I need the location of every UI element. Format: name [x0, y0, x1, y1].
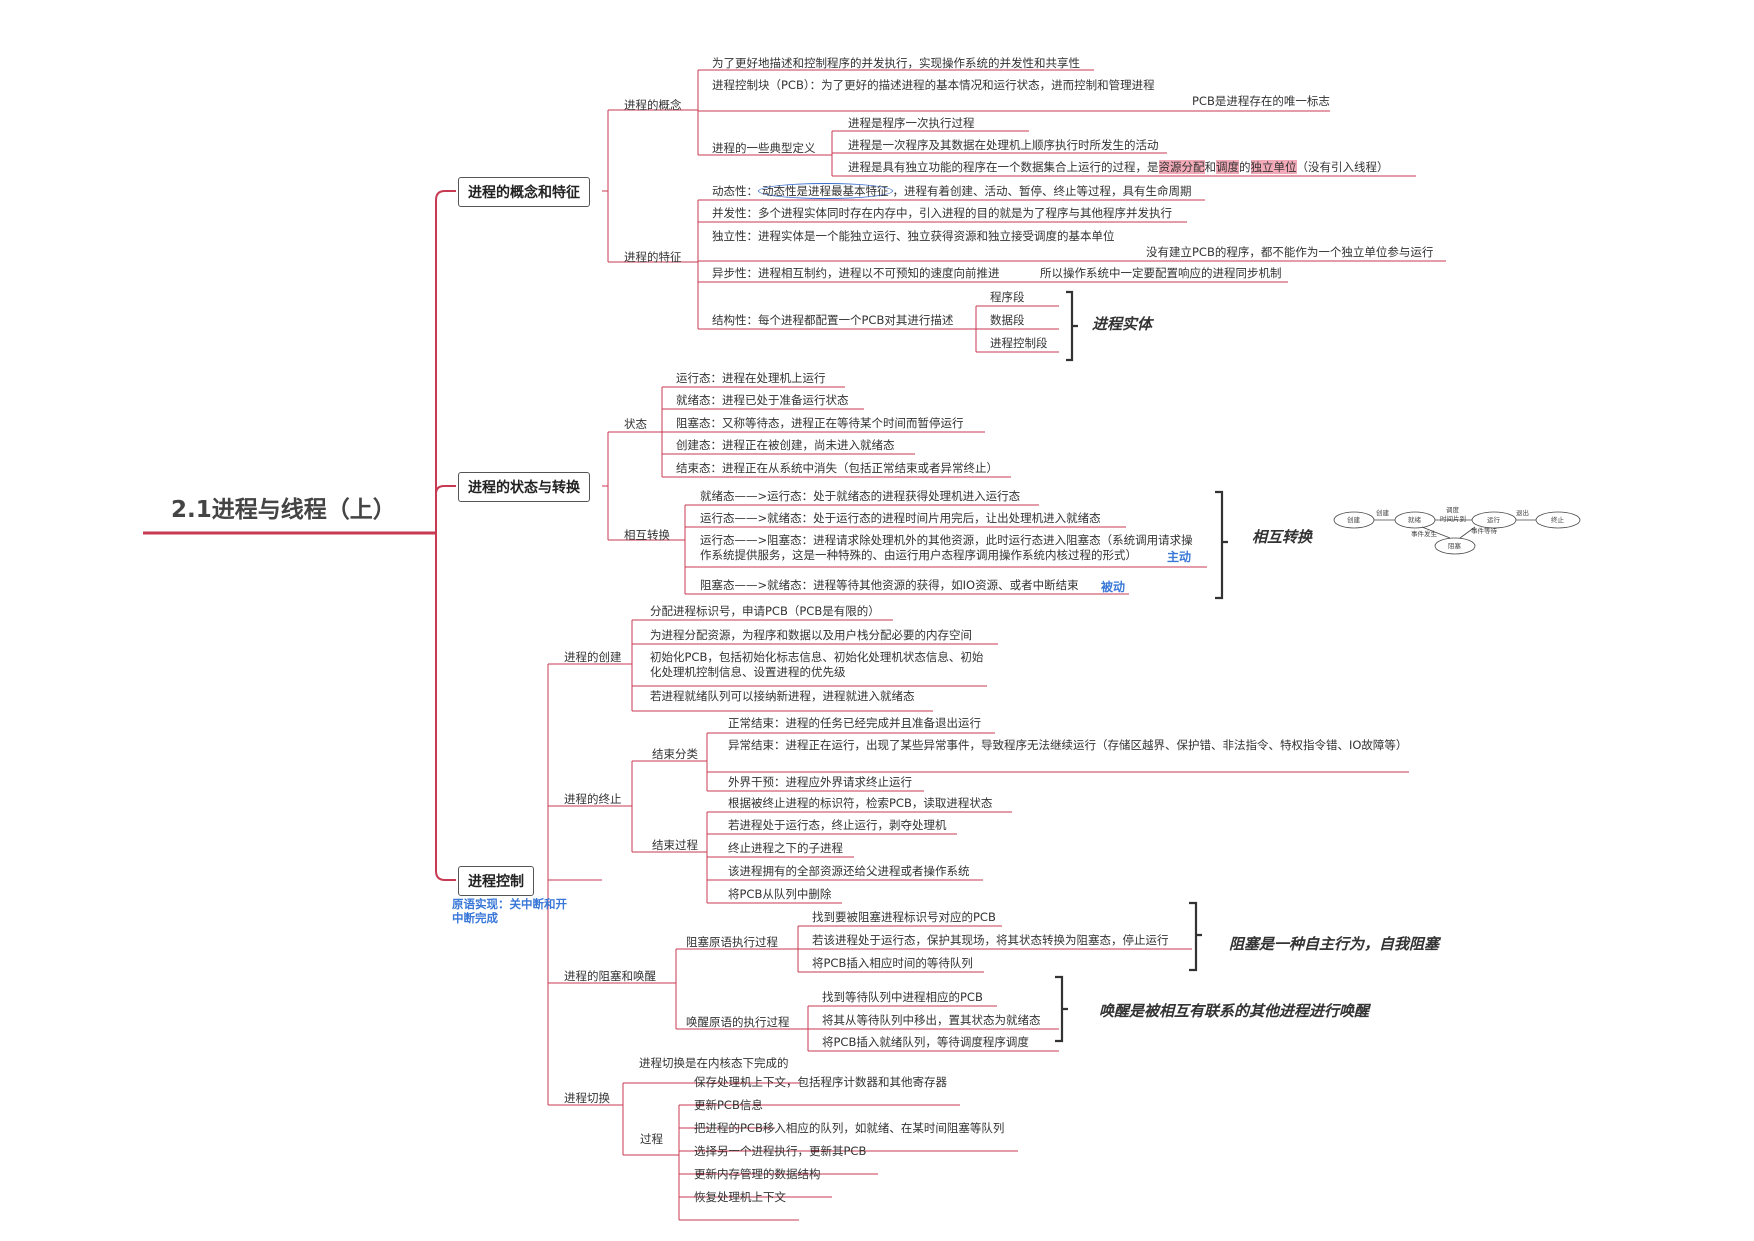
state-terminated[interactable]: 结束态：进程正在从系统中消失（包括正常结束或者异常终止） — [676, 461, 998, 475]
node-termination[interactable]: 进程的终止 — [564, 792, 622, 806]
branch-concept-features[interactable]: 进程的概念和特征 — [458, 177, 590, 207]
annotation-transitions: 相互转换 — [1252, 528, 1313, 546]
branch-process-control[interactable]: 进程控制 — [458, 866, 534, 896]
diagram-node-running: 运行 — [1487, 515, 1501, 524]
diagram-label-event-occur: 事件发生 — [1411, 529, 1438, 538]
feature-independence-note[interactable]: 没有建立PCB的程序，都不能作为一个独立单位参与运行 — [1146, 245, 1434, 259]
create-step-3[interactable]: 初始化PCB，包括初始化标志信息、初始化处理机状态信息、初始化处理机控制信息、设… — [650, 650, 984, 679]
feature-independence[interactable]: 独立性：进程实体是一个能独立运行、独立获得资源和独立接受调度的基本单位 — [712, 229, 1115, 243]
concept-pcb[interactable]: 进程控制块（PCB）：为了更好的描述进程的基本情况和运行状态，进而控制和管理进程 — [712, 78, 1155, 92]
control-note: 原语实现：关中断和开中断完成 — [452, 897, 567, 925]
end-external[interactable]: 外界干预：进程应外界请求终止运行 — [728, 775, 912, 789]
create-step-1[interactable]: 分配进程标识号，申请PCB（PCB是有限的） — [650, 604, 880, 618]
state-ready[interactable]: 就绪态：进程已处于准备运行状态 — [676, 393, 849, 407]
node-features[interactable]: 进程的特征 — [624, 250, 682, 264]
root-title: 2.1进程与线程（上） — [171, 497, 396, 523]
feature-async[interactable]: 异步性：进程相互制约，进程以不可预知的速度向前推进 — [712, 266, 1000, 280]
node-block-primitive[interactable]: 阻塞原语执行过程 — [686, 935, 778, 949]
feature-concurrency[interactable]: 并发性：多个进程实体同时存在内存中，引入进程的目的就是为了程序与其他程序并发执行 — [712, 206, 1172, 220]
block-step-3[interactable]: 将PCB插入相应时间的等待队列 — [812, 956, 973, 970]
state-blocked[interactable]: 阻塞态：又称等待态，进程正在等待某个时间而暂停运行 — [676, 416, 964, 430]
diagram-label-create: 创建 — [1376, 508, 1390, 517]
node-creation[interactable]: 进程的创建 — [564, 650, 622, 664]
circled-phrase: 动态性是进程最基本特征 — [758, 183, 893, 199]
diagram-node-created: 创建 — [1347, 515, 1361, 524]
state-created[interactable]: 创建态：进程正在被创建，尚未进入就绪态 — [676, 438, 895, 452]
diagram-node-terminated: 终止 — [1551, 515, 1565, 524]
switch-step-5[interactable]: 更新内存管理的数据结构 — [694, 1167, 821, 1181]
diagram-label-schedule: 调度 — [1446, 505, 1460, 514]
diagram-node-blocked: 阻塞 — [1448, 541, 1462, 550]
def-3[interactable]: 进程是具有独立功能的程序在一个数据集合上运行的过程，是资源分配和调度的独立单位（… — [848, 160, 1389, 174]
branch-states-transitions[interactable]: 进程的状态与转换 — [458, 472, 590, 502]
end-proc-2[interactable]: 若进程处于运行态，终止运行，剥夺处理机 — [728, 818, 947, 832]
end-abnormal[interactable]: 异常结束：进程正在运行，出现了某些异常事件，导致程序无法继续运行（存储区越界、保… — [728, 738, 1408, 752]
block-step-1[interactable]: 找到要被阻塞进程标识号对应的PCB — [812, 910, 996, 924]
create-step-2[interactable]: 为进程分配资源，为程序和数据以及用户栈分配必要的内存空间 — [650, 628, 972, 642]
node-states[interactable]: 状态 — [624, 417, 647, 431]
def-1[interactable]: 进程是程序一次执行过程 — [848, 116, 975, 130]
node-end-classification[interactable]: 结束分类 — [652, 747, 698, 761]
annotation-block: 阻塞是一种自主行为，自我阻塞 — [1229, 935, 1440, 953]
switch-kernel[interactable]: 进程切换是在内核态下完成的 — [639, 1056, 789, 1070]
block-step-2[interactable]: 若该进程处于运行态，保护其现场，将其状态转换为阻塞态，停止运行 — [812, 933, 1169, 947]
segment-program[interactable]: 程序段 — [990, 290, 1025, 304]
wake-step-1[interactable]: 找到等待队列中进程相应的PCB — [822, 990, 983, 1004]
switch-step-4[interactable]: 选择另一个进程执行，更新其PCB — [694, 1144, 867, 1158]
state-running[interactable]: 运行态：进程在处理机上运行 — [676, 371, 826, 385]
annotation-process-entity: 进程实体 — [1092, 315, 1153, 333]
end-normal[interactable]: 正常结束：进程的任务已经完成并且准备退出运行 — [728, 716, 981, 730]
transition-blocked-ready[interactable]: 阻塞态——>就绪态：进程等待其他资源的获得，如IO资源、或者中断结束 — [700, 578, 1079, 592]
end-proc-1[interactable]: 根据被终止进程的标识符，检索PCB，读取进程状态 — [728, 796, 993, 810]
end-proc-3[interactable]: 终止进程之下的子进程 — [728, 841, 843, 855]
transition-running-ready[interactable]: 运行态——>就绪态：处于运行态的进程时间片用完后，让出处理机进入就绪态 — [700, 511, 1101, 525]
annotation-wakeup: 唤醒是被相互有联系的其他进程进行唤醒 — [1099, 1002, 1370, 1020]
wake-step-3[interactable]: 将PCB插入就绪队列，等待调度程序调度 — [822, 1035, 1029, 1049]
node-transitions[interactable]: 相互转换 — [624, 528, 670, 542]
segment-pcb[interactable]: 进程控制段 — [990, 336, 1048, 350]
switch-step-6[interactable]: 恢复处理机上下文 — [694, 1190, 786, 1204]
create-step-4[interactable]: 若进程就绪队列可以接纳新进程，进程就进入就绪态 — [650, 689, 915, 703]
end-proc-4[interactable]: 该进程拥有的全部资源还给父进程或者操作系统 — [728, 864, 970, 878]
def-2[interactable]: 进程是一次程序及其数据在处理机上顺序执行时所发生的活动 — [848, 138, 1159, 152]
switch-step-1[interactable]: 保存处理机上下文，包括程序计数器和其他寄存器 — [694, 1075, 947, 1089]
node-switch-process[interactable]: 过程 — [640, 1132, 663, 1146]
diagram-label-event-wait: 事件等待 — [1471, 526, 1498, 535]
node-typical-defs[interactable]: 进程的一些典型定义 — [712, 141, 816, 155]
feature-structure[interactable]: 结构性：每个进程都配置一个PCB对其进行描述 — [712, 313, 954, 327]
feature-async-note[interactable]: 所以操作系统中一定要配置响应的进程同步机制 — [1040, 266, 1282, 280]
node-block-wakeup[interactable]: 进程的阻塞和唤醒 — [564, 969, 656, 983]
diagram-label-timeslice: 时间片到 — [1440, 514, 1466, 523]
node-end-process[interactable]: 结束过程 — [652, 838, 698, 852]
diagram-label-exit: 退出 — [1516, 508, 1529, 517]
wake-step-2[interactable]: 将其从等待队列中移出，置其状态为就绪态 — [822, 1013, 1041, 1027]
switch-step-3[interactable]: 把进程的PCB移入相应的队列，如就绪、在某时间阻塞等队列 — [694, 1121, 1005, 1135]
node-switch[interactable]: 进程切换 — [564, 1091, 610, 1105]
switch-step-2[interactable]: 更新PCB信息 — [694, 1098, 763, 1112]
node-wakeup-primitive[interactable]: 唤醒原语的执行过程 — [686, 1015, 790, 1029]
diagram-node-ready: 就绪 — [1408, 515, 1422, 524]
tag-active: 主动 — [1167, 550, 1192, 564]
concept-desc[interactable]: 为了更好地描述和控制程序的并发执行，实现操作系统的并发性和共享性 — [712, 56, 1080, 70]
concept-pcb-note[interactable]: PCB是进程存在的唯一标志 — [1192, 94, 1330, 108]
node-concept[interactable]: 进程的概念 — [624, 98, 682, 112]
segment-data[interactable]: 数据段 — [990, 313, 1025, 327]
transition-ready-running[interactable]: 就绪态——>运行态：处于就绪态的进程获得处理机进入运行态 — [700, 489, 1021, 503]
end-proc-5[interactable]: 将PCB从队列中删除 — [728, 887, 832, 901]
transition-running-blocked[interactable]: 运行态——>阻塞态：进程请求除处理机外的其他资源，此时运行态进入阻塞态（系统调用… — [700, 533, 1193, 562]
feature-dynamic[interactable]: 动态性：动态性是进程最基本特征，进程有着创建、活动、暂停、终止等过程，具有生命周… — [712, 183, 1192, 199]
tag-passive: 被动 — [1101, 580, 1126, 594]
